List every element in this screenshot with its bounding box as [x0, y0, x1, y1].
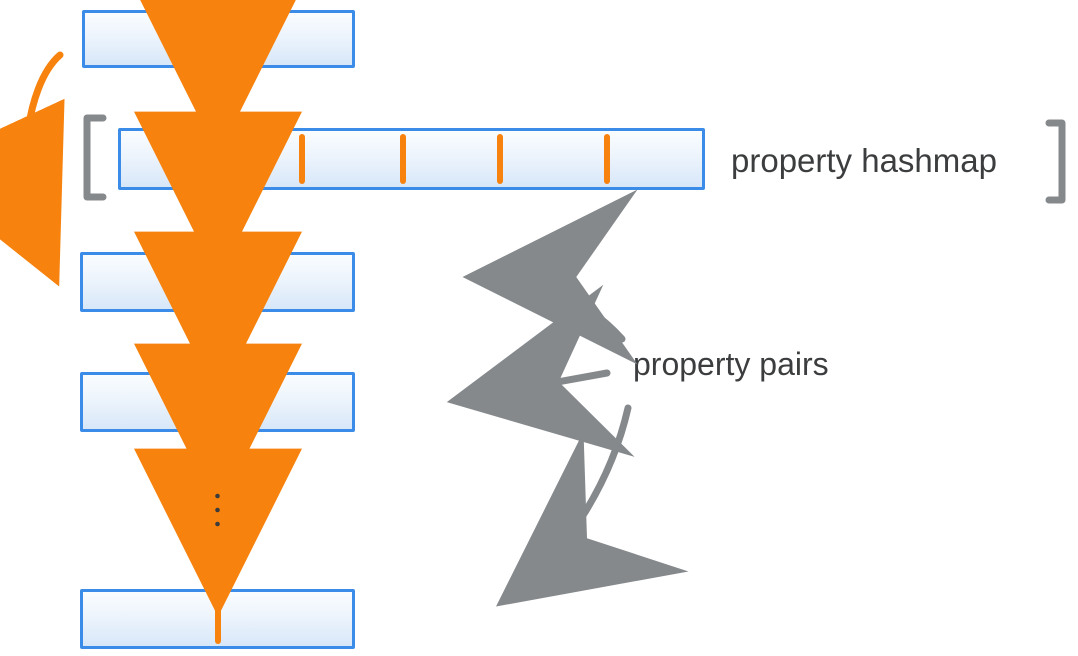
- property-pair-box: [80, 372, 355, 432]
- property-pairs-label: property pairs: [633, 346, 829, 382]
- arrow-pairs-to-pair3: [496, 404, 689, 607]
- arrow-pairs-to-pair1: [462, 189, 638, 365]
- ellipsis-dot: [215, 493, 220, 499]
- pair-divider: [215, 377, 221, 427]
- hashmap-slot-divider: [299, 134, 305, 184]
- arrow-pairs-to-pair2: [446, 284, 635, 457]
- object-box: object: [82, 10, 355, 68]
- right-bracket: [1045, 119, 1066, 204]
- property-hashmap-label: property hashmap: [731, 142, 997, 179]
- ellipsis-dots: [215, 493, 220, 527]
- object-box-label: object: [185, 24, 252, 53]
- hashmap-slot-divider: [400, 134, 406, 184]
- left-bracket: [83, 114, 107, 201]
- arrow-object-to-pair1-curved: [0, 51, 65, 287]
- pair-divider: [215, 594, 221, 644]
- hashmap-slot-divider: [497, 134, 503, 184]
- header-cell: header: [121, 131, 302, 187]
- header-box-label: header: [172, 144, 251, 173]
- ellipsis-dot: [215, 521, 220, 527]
- property-pair-box: [80, 589, 355, 649]
- ellipsis-dot: [215, 507, 220, 513]
- property-pair-box: [80, 252, 355, 312]
- hashmap-slot-divider: [604, 134, 610, 184]
- pair-divider: [215, 257, 221, 307]
- property-hashmap-box: header: [118, 128, 705, 190]
